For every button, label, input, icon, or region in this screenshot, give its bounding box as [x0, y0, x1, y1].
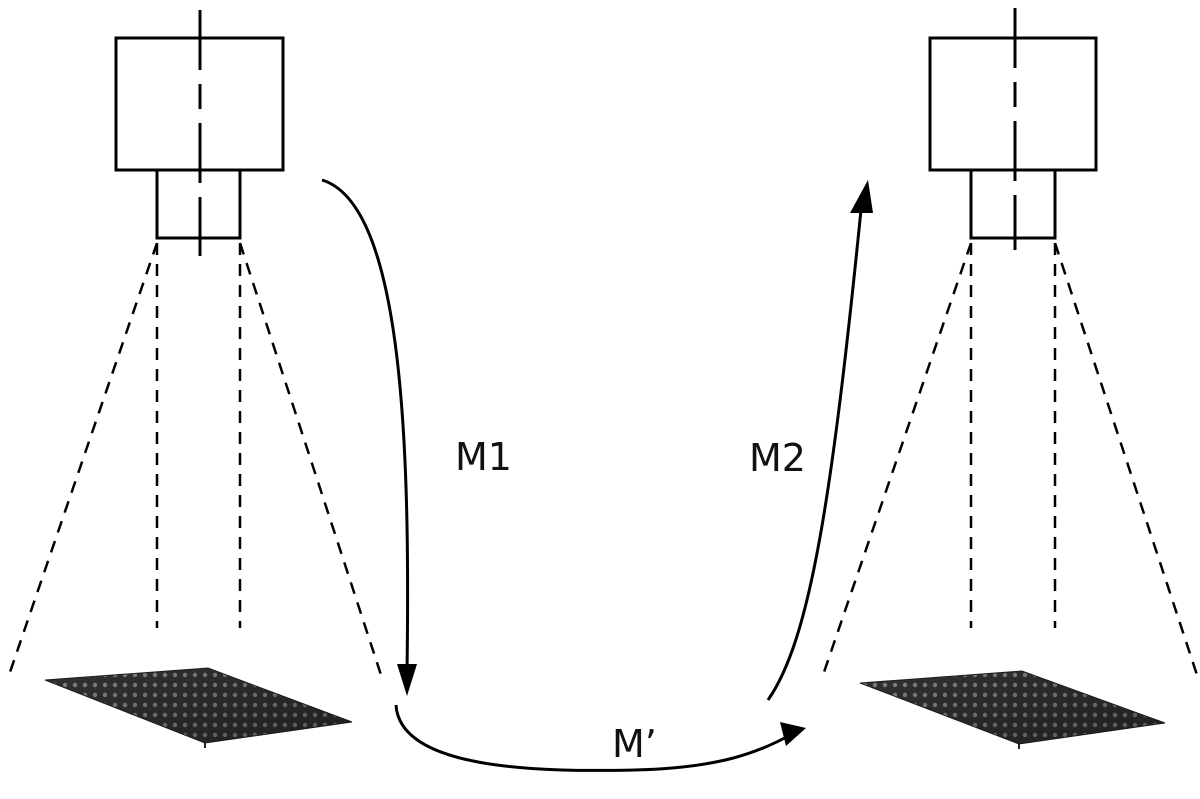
label-m1: M1	[455, 435, 512, 479]
camera-right-lens	[969, 168, 1057, 240]
board-right	[859, 670, 1166, 749]
arrow-m2	[766, 199, 864, 701]
camera-left	[114, 10, 285, 256]
arrow-m1	[321, 178, 410, 673]
label-m-prime: M’	[612, 722, 657, 766]
camera-left-field-of-view	[6, 242, 384, 679]
arrow-m-prime	[394, 704, 793, 772]
label-m2: M2	[749, 436, 806, 480]
arrowhead-m-prime	[780, 722, 806, 746]
camera-right-field-of-view	[820, 242, 1200, 679]
arrowhead-m1	[397, 664, 417, 696]
board-left	[44, 667, 353, 748]
camera-right	[928, 8, 1098, 250]
arrowhead-m2	[850, 180, 873, 213]
camera-right-body	[928, 36, 1098, 172]
